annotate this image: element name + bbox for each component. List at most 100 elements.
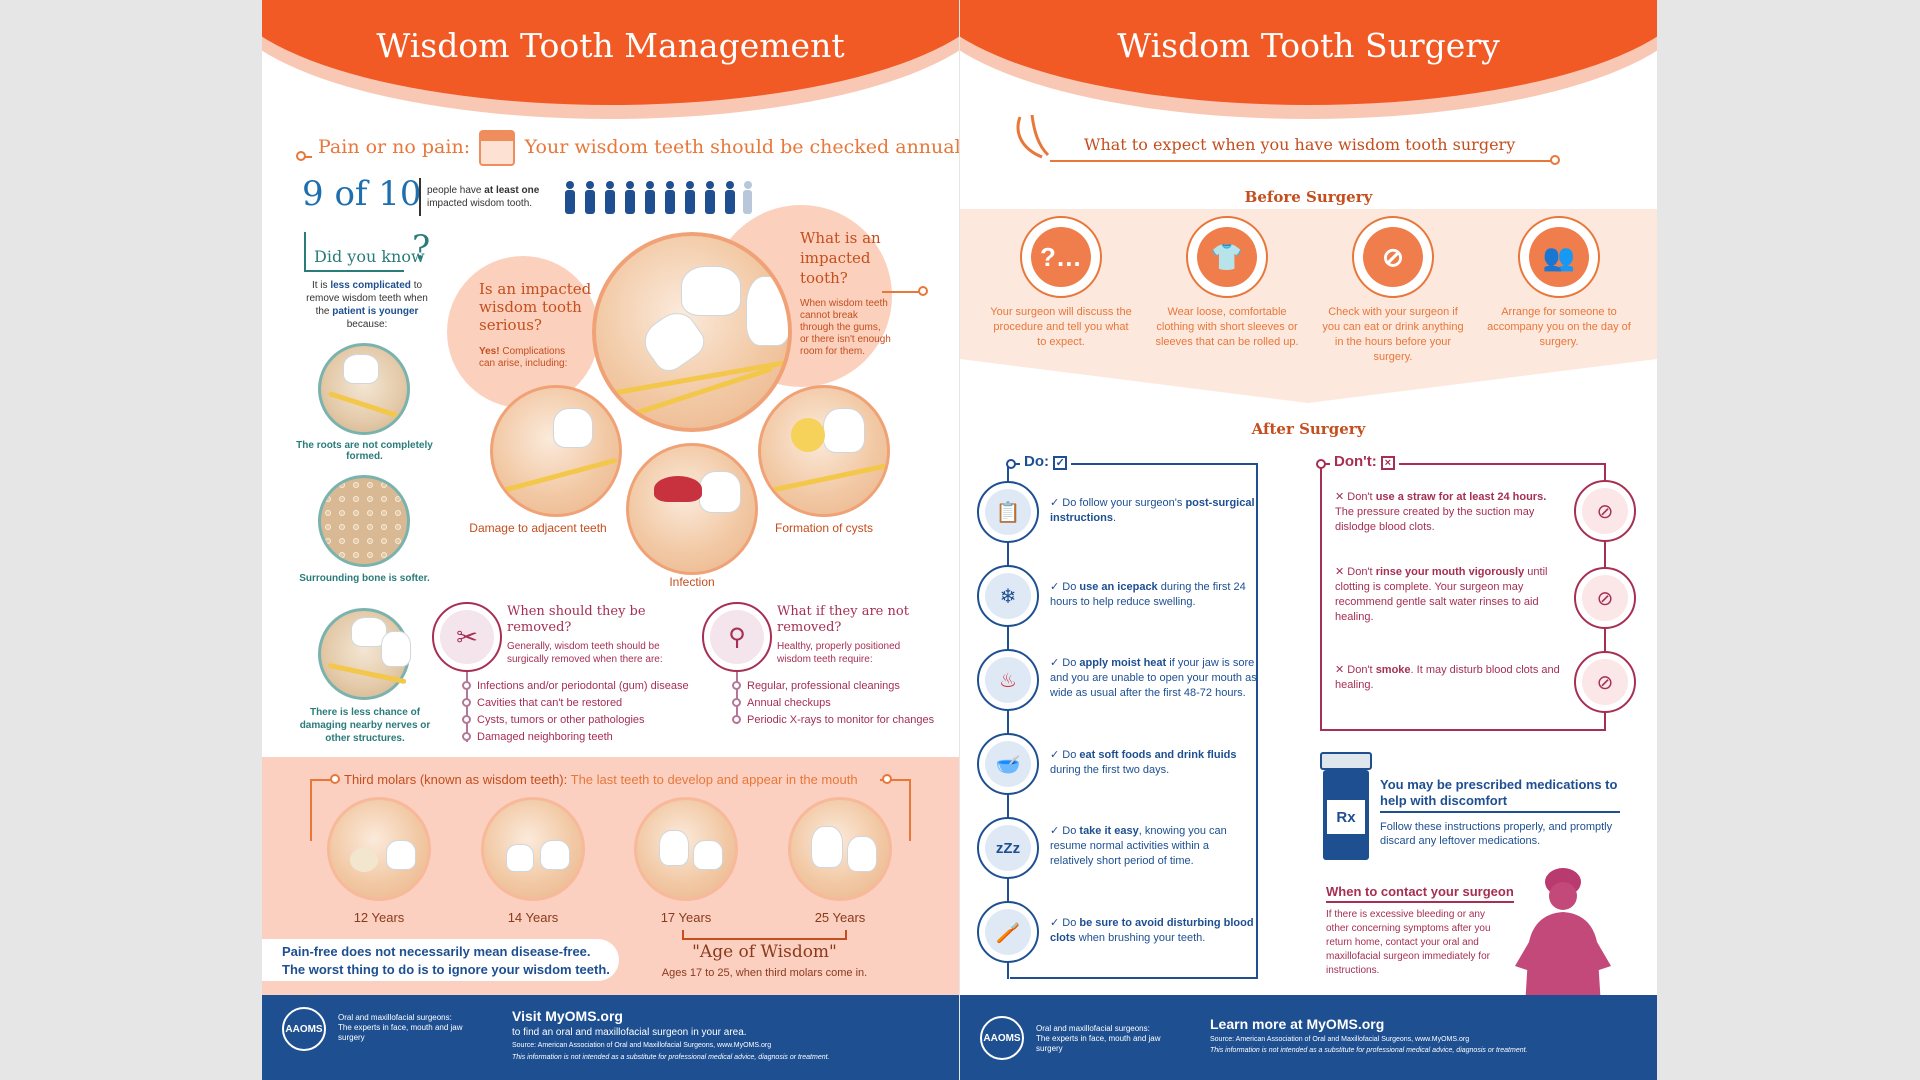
- medication-text: Follow these instructions properly, and …: [1380, 821, 1613, 847]
- aaoms-logo: AAOMS: [980, 1016, 1024, 1060]
- footer-tagline: Oral and maxillofacial surgeons: The exp…: [338, 1013, 463, 1042]
- notremoved-title: What if they are not removed?: [777, 604, 909, 635]
- sleep-icon: zZz: [977, 817, 1039, 879]
- molar-14-illustration: [481, 797, 585, 901]
- notremoved-item: Annual checkups: [747, 697, 831, 709]
- impacted-text: When wisdom teeth cannot break through t…: [800, 298, 891, 357]
- infection-illustration: [626, 443, 758, 575]
- no-food-icon: ⊘: [1352, 216, 1434, 298]
- before-item: Arrange for someone to accompany you on …: [1487, 306, 1631, 348]
- forceps-icon: ✂: [432, 602, 502, 672]
- footer-disclaimer: This information is not intended as a su…: [1210, 1047, 1528, 1054]
- clipboard-icon: 📋: [977, 481, 1039, 543]
- molars-title: Third molars (known as wisdom teeth): Th…: [344, 772, 858, 787]
- did-you-know-text: It is less complicated to remove wisdom …: [306, 280, 428, 330]
- molar-25-illustration: [788, 797, 892, 901]
- aaoms-logo: AAOMS: [282, 1007, 326, 1051]
- dont-box: [1320, 463, 1568, 731]
- page-title: Wisdom Tooth Management: [376, 26, 845, 65]
- dont-item: ✕ Don't use a straw for at least 24 hour…: [1335, 491, 1547, 533]
- serious-text: Yes! Complications can arise, including:: [479, 346, 568, 369]
- dont-label: Don't: ×: [1330, 453, 1399, 470]
- when-item: Damaged neighboring teeth: [477, 731, 613, 743]
- mirror-icon: ⚲: [702, 602, 772, 672]
- damage-illustration: [490, 385, 622, 517]
- calendar-icon: [479, 130, 516, 166]
- molar-17-illustration: [634, 797, 738, 901]
- when-title: When should they be removed?: [507, 604, 646, 635]
- when-text: Generally, wisdom teeth should be surgic…: [507, 641, 663, 665]
- do-label: Do: ✓: [1020, 453, 1072, 470]
- age-label: 14 Years: [507, 910, 559, 925]
- page-title: Wisdom Tooth Surgery: [1117, 26, 1500, 65]
- soup-bowl-icon: 🥣: [977, 733, 1039, 795]
- footer-visit[interactable]: Visit MyOMS.org: [512, 1008, 623, 1024]
- question-mark-icon: ?: [412, 228, 431, 268]
- pain-label: Pain or no pain:: [318, 136, 471, 159]
- shirt-icon: 👕: [1186, 216, 1268, 298]
- cysts-illustration: [758, 385, 890, 517]
- expect-heading: What to expect when you have wisdom toot…: [1080, 135, 1520, 154]
- molar-12-illustration: [327, 797, 431, 901]
- notremoved-item: Periodic X-rays to monitor for changes: [747, 714, 935, 726]
- damage-label: Damage to adjacent teeth: [469, 521, 607, 535]
- do-item: ✓ Do take it easy, knowing you can resum…: [1050, 825, 1227, 867]
- do-item: ✓ Do eat soft foods and drink fluids dur…: [1050, 749, 1237, 776]
- before-item: Your surgeon will discuss the procedure …: [990, 306, 1132, 348]
- surgery-panel: Wisdom Tooth Surgery What to expect when…: [960, 0, 1657, 1080]
- footer-source: Source: American Association of Oral and…: [512, 1042, 772, 1049]
- when-item: Cysts, tumors or other pathologies: [477, 714, 645, 726]
- footer: [262, 995, 959, 1080]
- footer-learn[interactable]: Learn more at MyOMS.org: [1210, 1016, 1385, 1032]
- footer-visit-sub: to find an oral and maxillofacial surgeo…: [512, 1027, 747, 1038]
- contact-title: When to contact your surgeon: [1326, 884, 1514, 903]
- age-of-wisdom-sub: Ages 17 to 25, when third molars come in…: [661, 967, 868, 979]
- after-heading: After Surgery: [1251, 420, 1366, 438]
- age-label: 25 Years: [814, 910, 866, 925]
- did-you-know-title: Did you know: [314, 247, 425, 266]
- icepack-icon: ❄: [977, 565, 1039, 627]
- management-panel: Wisdom Tooth Management Pain or no pain:…: [262, 0, 959, 1080]
- do-item: ✓ Do apply moist heat if your jaw is sor…: [1050, 657, 1257, 699]
- painfree-text: Pain-free does not necessarily mean dise…: [282, 944, 610, 977]
- reason-nerves: There is less chance of damaging nearby …: [299, 707, 431, 744]
- age-label: 17 Years: [660, 910, 712, 925]
- age-label: 12 Years: [353, 910, 405, 925]
- notremoved-text: Healthy, properly positioned wisdom teet…: [777, 641, 901, 665]
- pill-bottle-icon: Rx: [1320, 752, 1372, 860]
- do-item: ✓ Do be sure to avoid disturbing blood c…: [1050, 917, 1254, 944]
- notremoved-item: Regular, professional cleanings: [747, 680, 900, 692]
- painfree-callout: [262, 939, 619, 981]
- surgeon-silhouette-icon: [1505, 862, 1615, 1006]
- impacted-title: What is an impacted tooth?: [800, 229, 881, 287]
- before-heading: Before Surgery: [1244, 188, 1373, 206]
- age-of-wisdom: "Age of Wisdom": [692, 942, 837, 962]
- people-icons: [562, 180, 752, 216]
- do-box: [1010, 463, 1258, 979]
- hot-water-bottle-icon: ♨: [977, 649, 1039, 711]
- footer-disclaimer: This information is not intended as a su…: [512, 1054, 830, 1061]
- do-item: ✓ Do use an icepack during the first 24 …: [1050, 581, 1246, 608]
- x-box-icon: ×: [1380, 456, 1395, 470]
- companions-icon: 👥: [1518, 216, 1600, 298]
- reason-roots: The roots are not completely formed.: [296, 440, 433, 462]
- contact-text: If there is excessive bleeding or any ot…: [1326, 909, 1491, 976]
- annual-check-text: Your wisdom teeth should be checked annu…: [524, 136, 959, 159]
- dont-item: ✕ Don't smoke. It may disturb blood clot…: [1335, 664, 1560, 691]
- serious-bubble: [447, 256, 599, 408]
- forceps-icon: [1012, 113, 1052, 163]
- infection-label: Infection: [669, 575, 715, 589]
- speech-icon: ?…: [1020, 216, 1102, 298]
- cysts-label: Formation of cysts: [774, 521, 874, 535]
- dont-item: ✕ Don't rinse your mouth vigorously unti…: [1335, 566, 1548, 623]
- nerves-illustration: [318, 608, 411, 700]
- stat-number: 9 of 10: [302, 174, 422, 214]
- footer: [960, 995, 1657, 1080]
- do-item: ✓ Do follow your surgeon's post-surgical…: [1050, 497, 1255, 524]
- no-straw-icon: ⊘: [1574, 480, 1636, 542]
- no-smoking-icon: ⊘: [1574, 651, 1636, 713]
- bone-illustration: [318, 475, 410, 567]
- before-item: Wear loose, comfortable clothing with sh…: [1155, 306, 1299, 348]
- impacted-tooth-illustration: [592, 232, 792, 432]
